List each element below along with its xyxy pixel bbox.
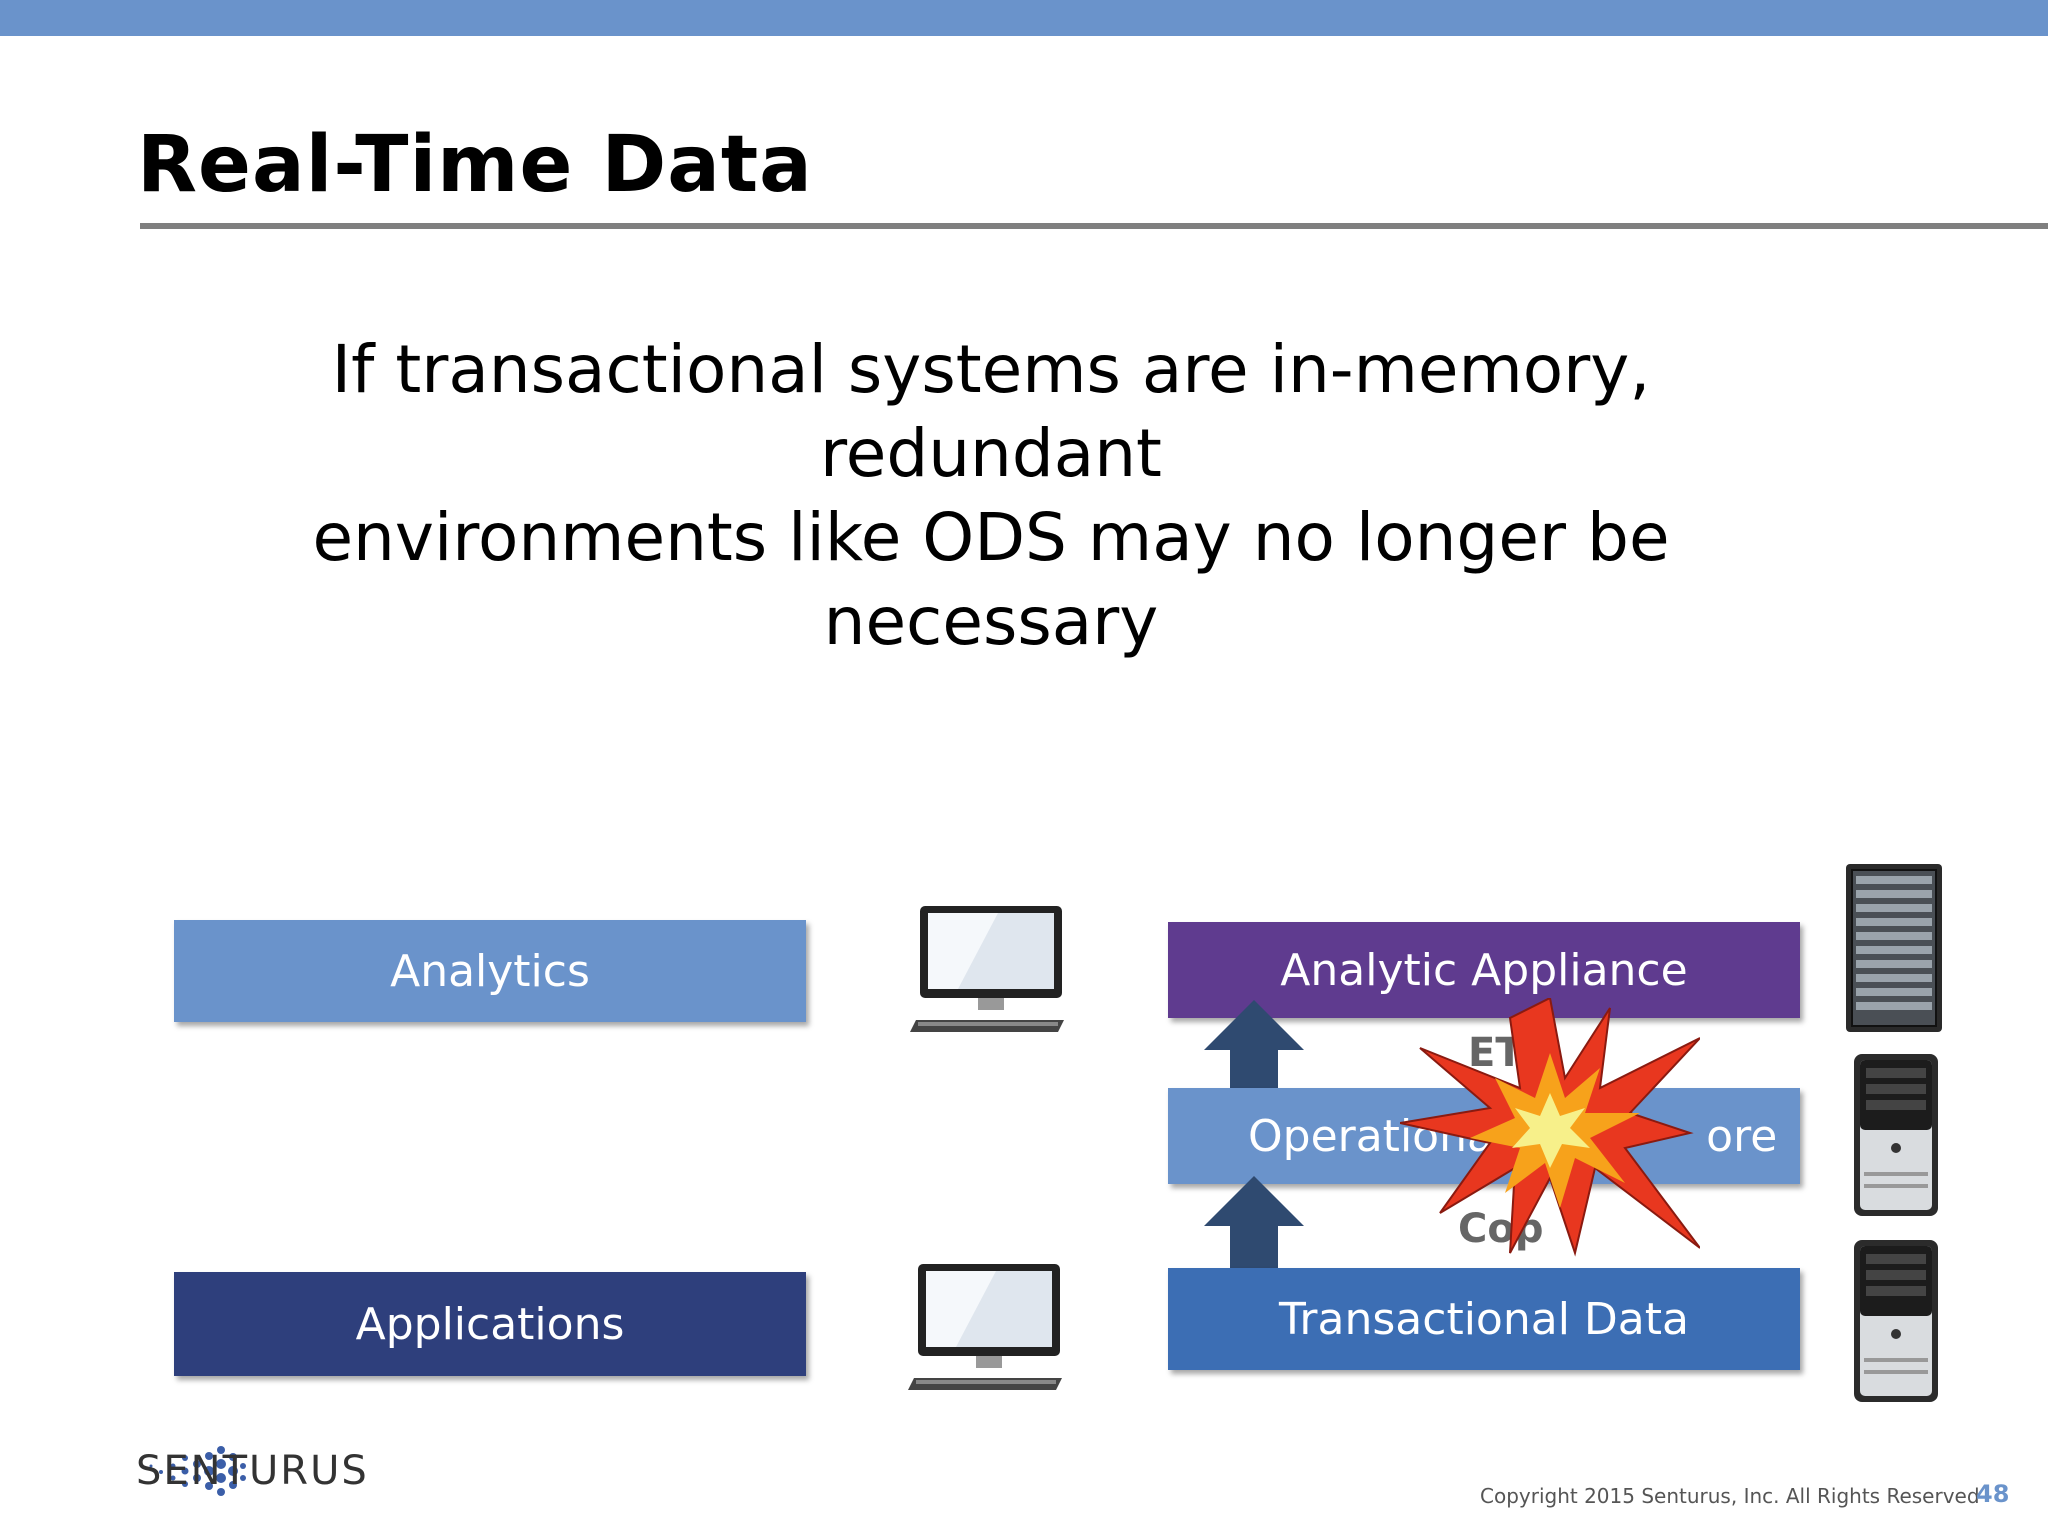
up-arrow-icon xyxy=(1204,1000,1304,1090)
server-rack-icon xyxy=(1846,864,1942,1032)
explosion-icon xyxy=(1400,998,1700,1257)
subtitle-line-1: If transactional systems are in-memory, … xyxy=(331,331,1651,492)
tower-server-icon xyxy=(1854,1240,1938,1402)
monitor-icon xyxy=(910,906,1064,1032)
top-accent-bar xyxy=(0,0,2048,36)
title-divider xyxy=(140,223,2048,229)
tower-server-icon xyxy=(1854,1054,1938,1216)
slide-subtitle: If transactional systems are in-memory, … xyxy=(160,328,1822,664)
analytic-appliance-box: Analytic Appliance xyxy=(1168,922,1800,1018)
analytics-box: Analytics xyxy=(174,920,806,1022)
applications-label: Applications xyxy=(355,1298,625,1350)
applications-box: Applications xyxy=(174,1272,806,1376)
company-logo-text: SENTURUS xyxy=(136,1448,369,1494)
globe-logo-icon xyxy=(149,1446,246,1496)
monitor-icon xyxy=(908,1264,1062,1390)
copyright-text: Copyright 2015 Senturus, Inc. All Rights… xyxy=(1480,1484,1980,1508)
slide-title: Real-Time Data xyxy=(137,120,813,210)
subtitle-line-2: environments like ODS may no longer be n… xyxy=(312,499,1670,660)
transactional-data-box: Transactional Data xyxy=(1168,1268,1800,1370)
up-arrow-icon xyxy=(1204,1176,1304,1268)
analytic-appliance-label: Analytic Appliance xyxy=(1280,944,1688,996)
analytics-label: Analytics xyxy=(390,945,590,997)
transactional-data-label: Transactional Data xyxy=(1279,1293,1689,1345)
ods-label-end: ore xyxy=(1706,1110,1778,1162)
page-number: 48 xyxy=(1976,1480,2010,1508)
